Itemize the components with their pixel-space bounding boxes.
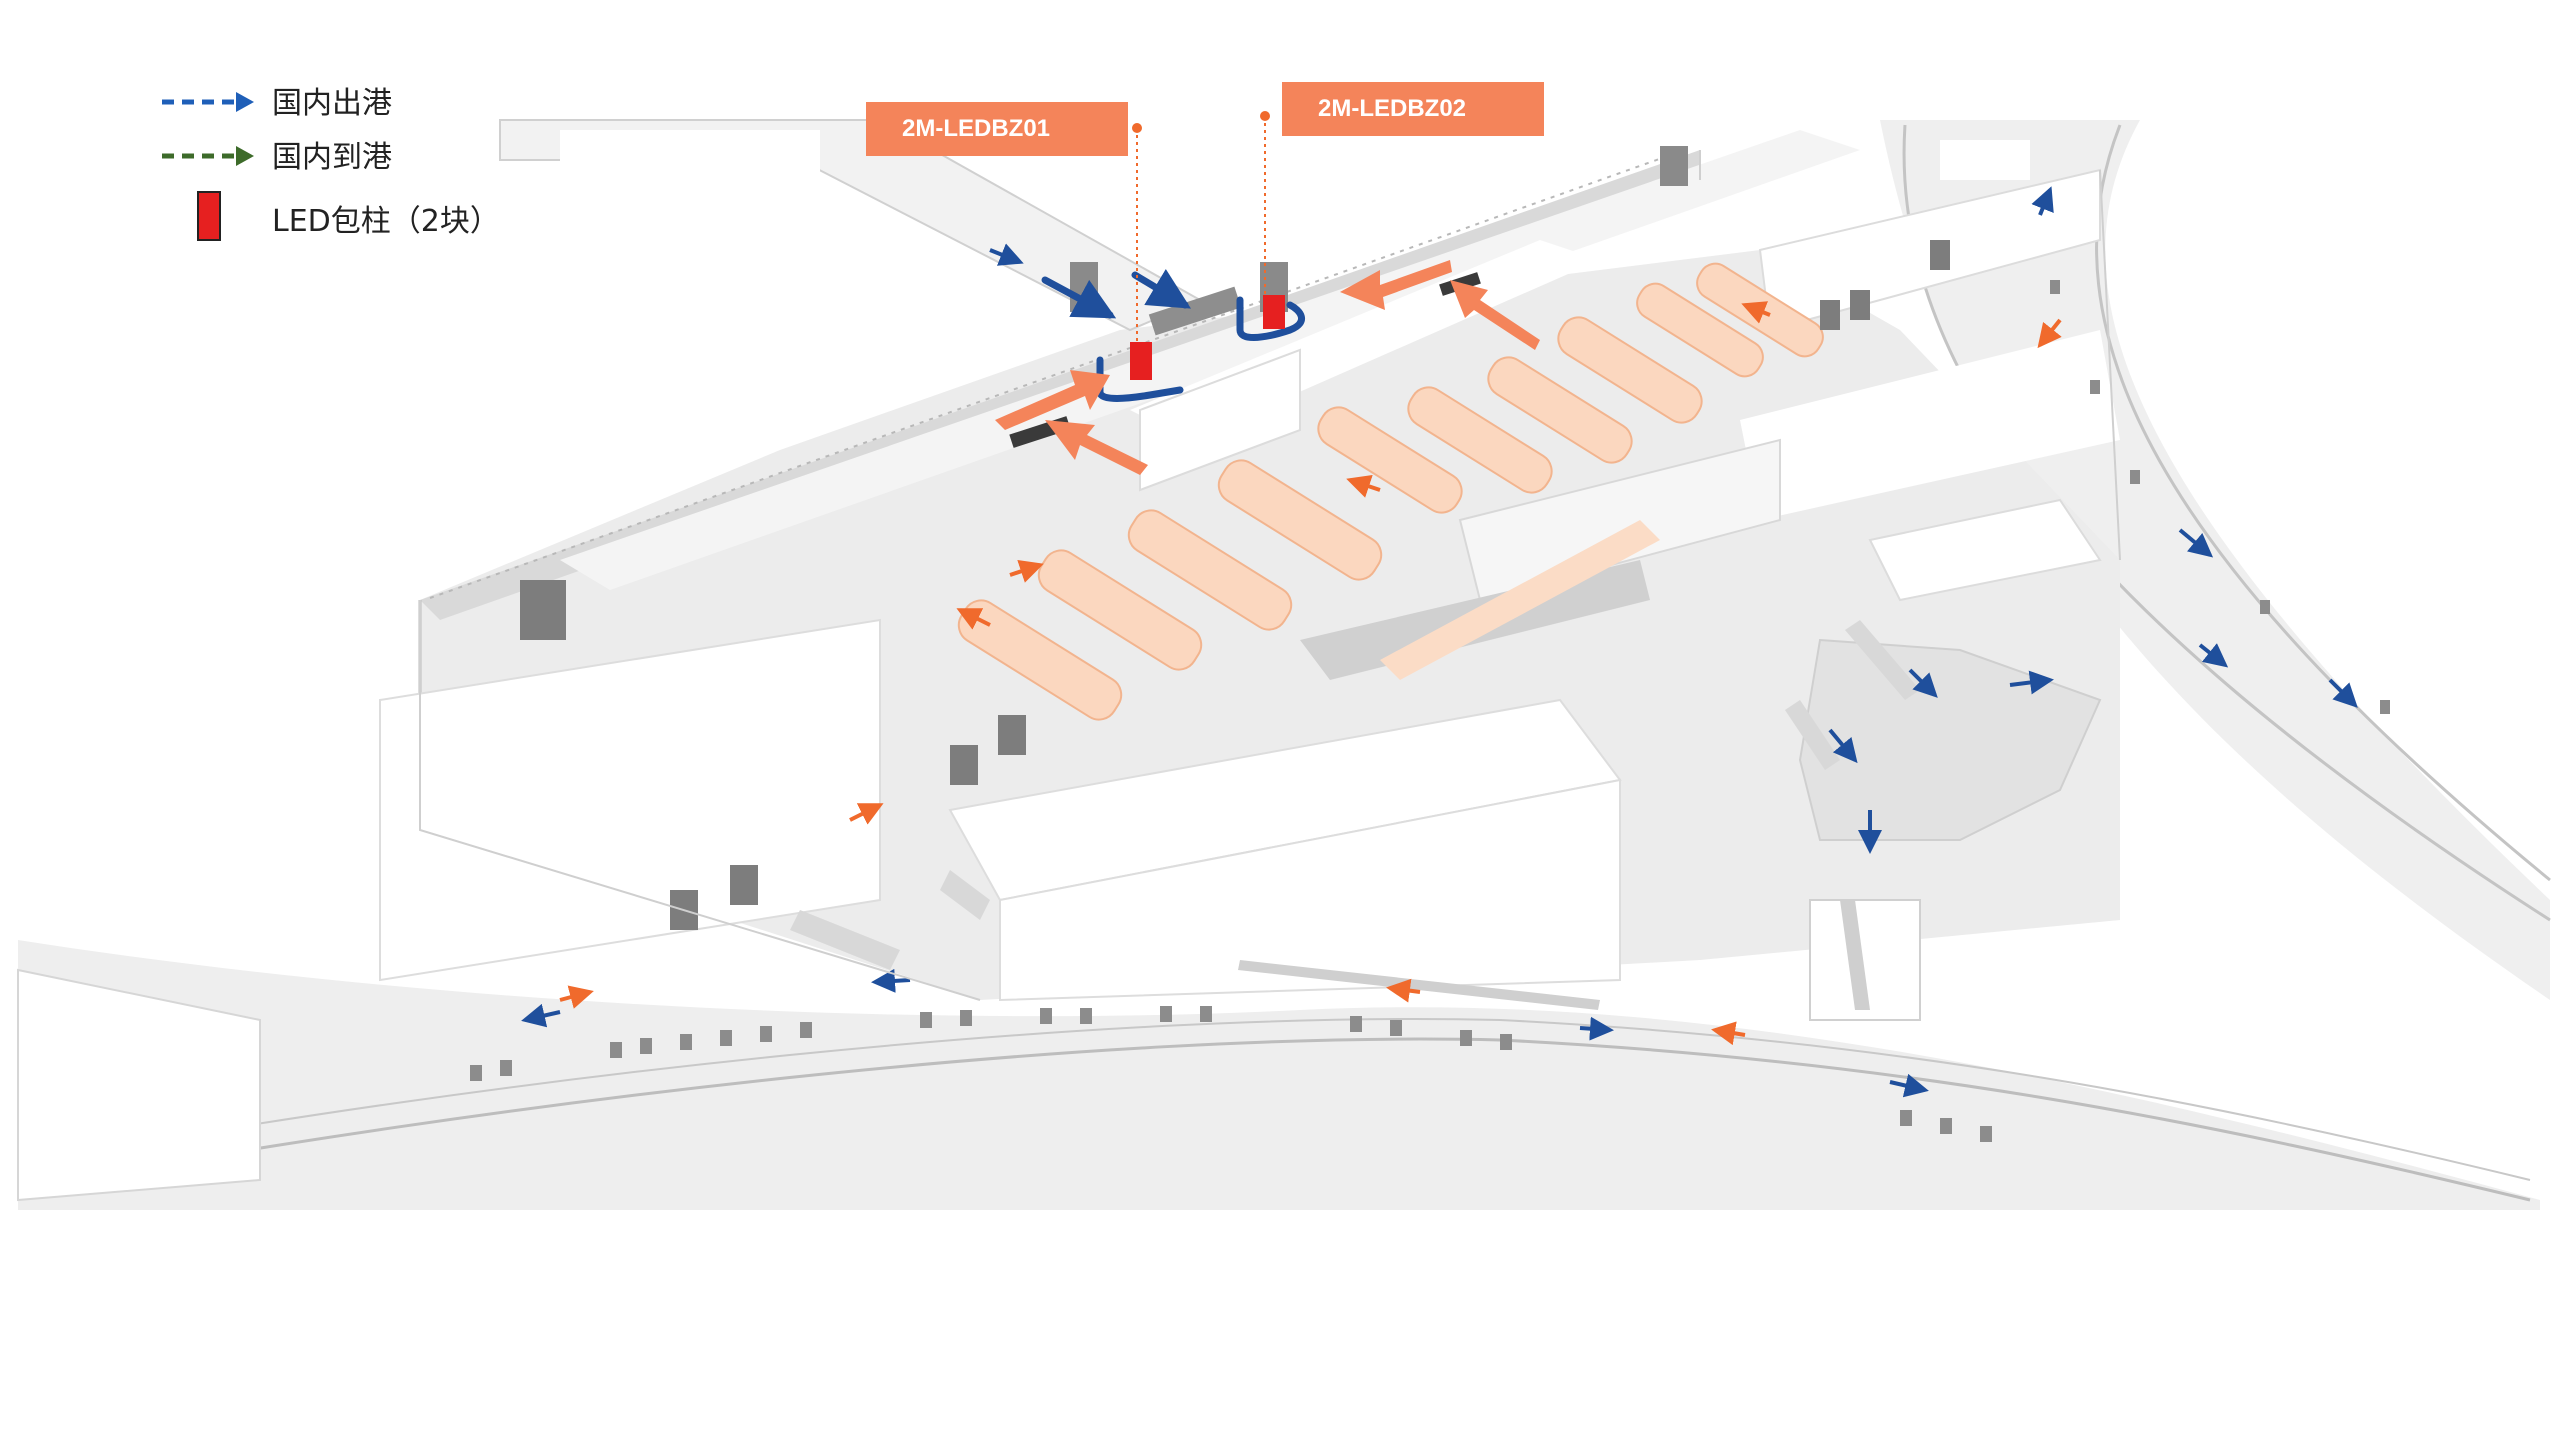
green-dashed-arrow-icon [162,146,254,166]
led-columns [1130,295,1285,380]
guidance-arrows [995,260,1540,475]
legend-label-led-column: LED包柱（2块） [272,204,500,239]
legend-label-arrival: 国内到港 [272,140,392,175]
legend-label-departure: 国内出港 [272,86,392,121]
legend-item-arrival: 国内到港 [160,132,680,186]
marker-label-2m-ledbz02: 2M-LEDBZ02 [1282,82,1544,136]
marker-label-2m-ledbz01: 2M-LEDBZ01 [866,102,1128,156]
marker-leaders [1132,111,1270,342]
vehicles [470,280,2390,1142]
edge-rails [419,150,2121,1001]
escalators [790,620,1920,1010]
departure-loop-paths [1041,268,1305,402]
flow-arrows [521,186,2358,1098]
legend: 国内出港 国内到港 LED包柱（2块） [160,78,680,250]
blue-dashed-arrow-icon [162,92,254,112]
legend-item-led-column: LED包柱（2块） [160,186,680,250]
led-column-02 [1263,295,1285,329]
red-column-icon [197,191,221,241]
legend-item-departure: 国内出港 [160,78,680,132]
led-column-01 [1130,342,1152,380]
